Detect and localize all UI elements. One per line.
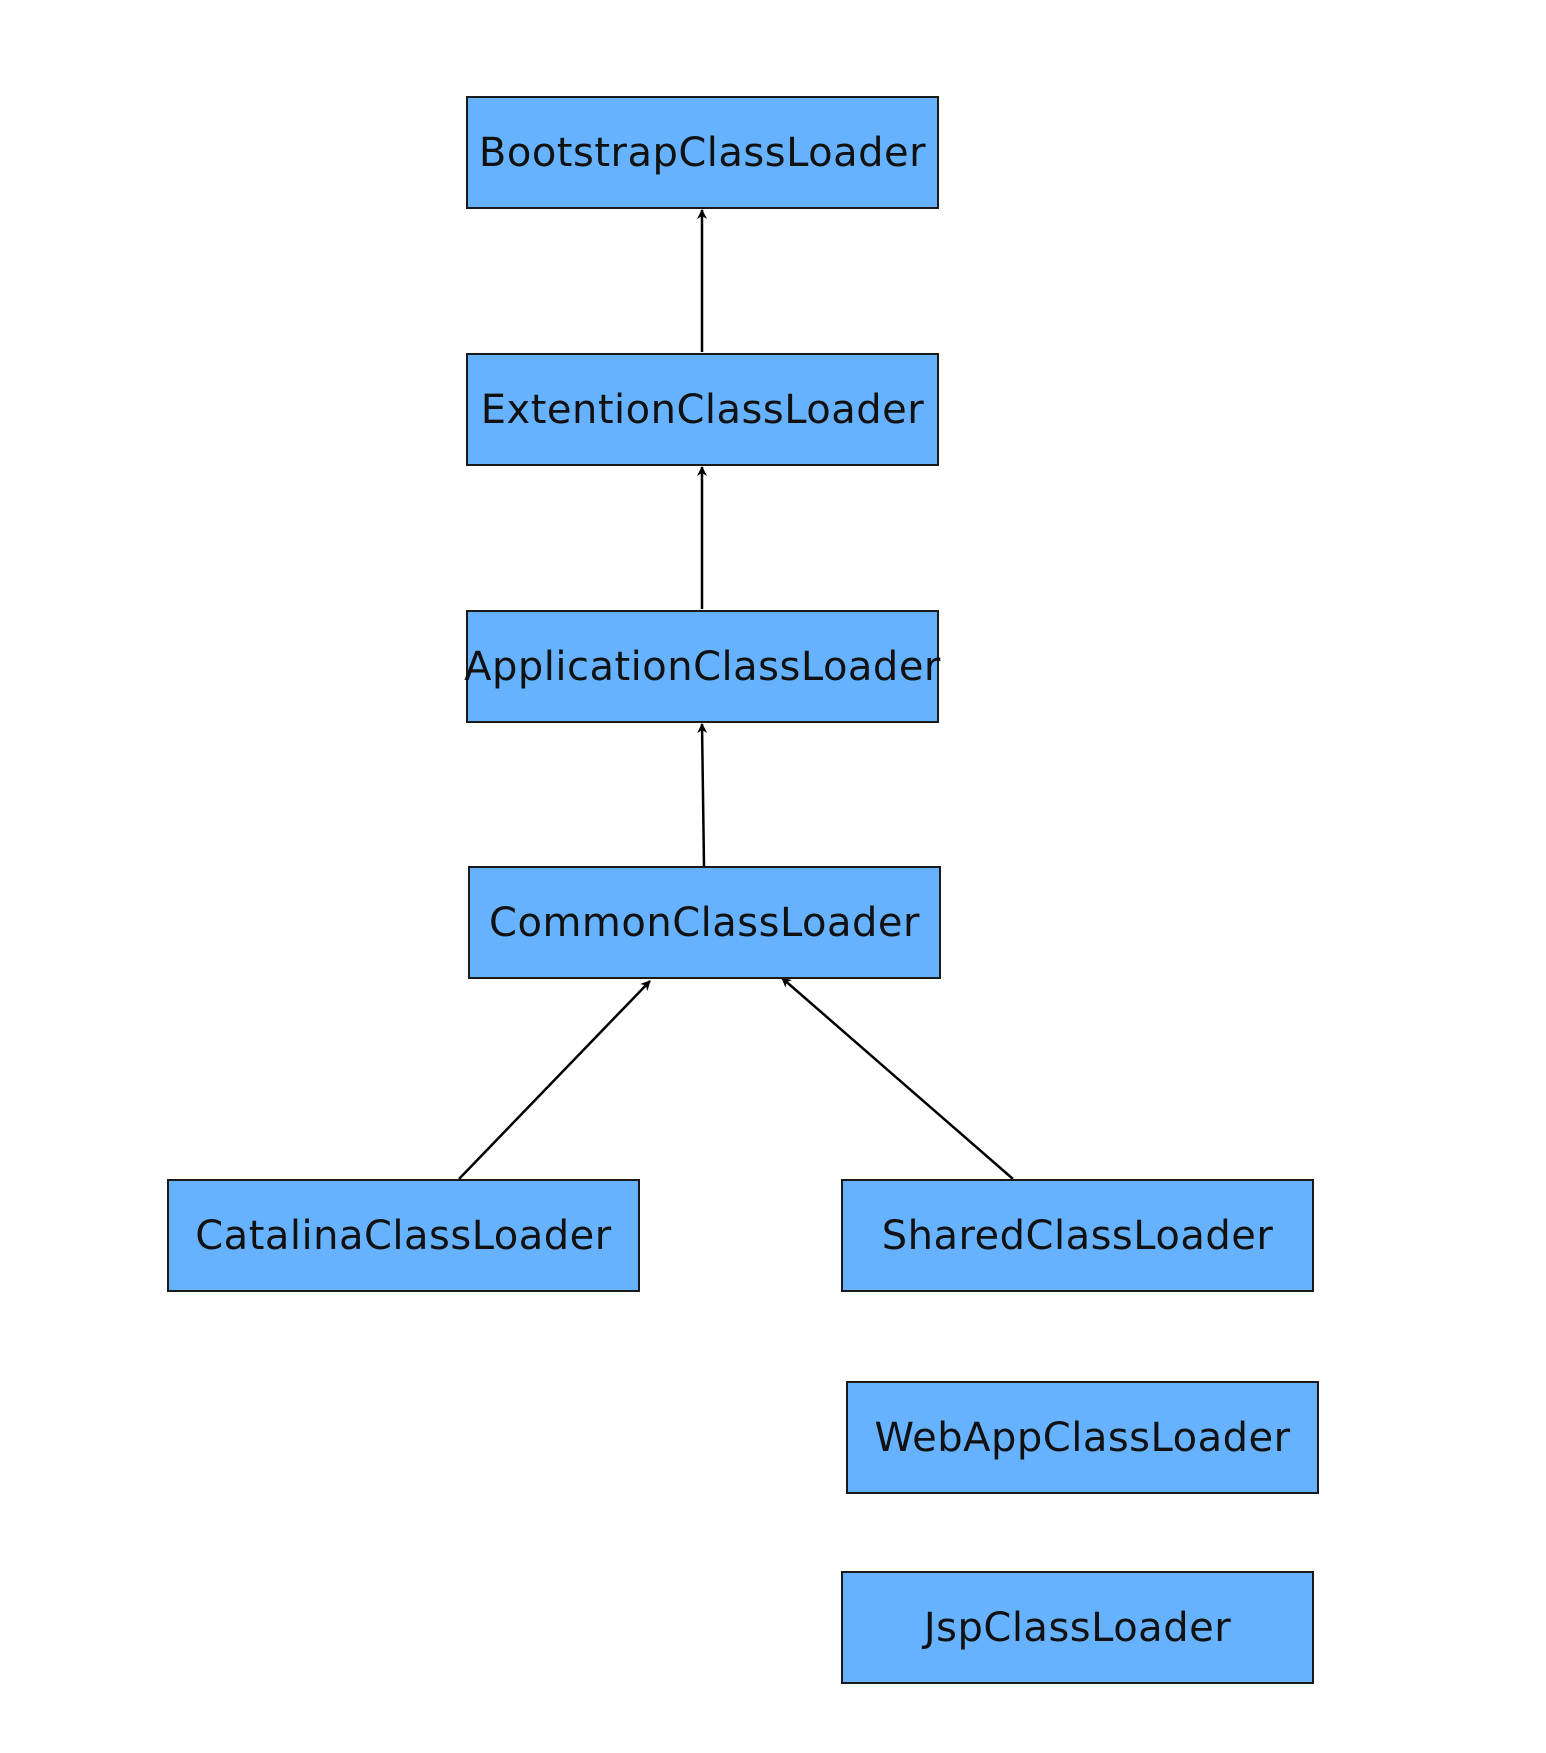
edge-shared-to-common	[781, 977, 1014, 1180]
node-jsp-class-loader: JspClassLoader	[841, 1571, 1314, 1684]
node-catalina-class-loader: CatalinaClassLoader	[167, 1179, 640, 1292]
node-extension-class-loader: ExtentionClassLoader	[466, 353, 939, 466]
node-application-class-loader: ApplicationClassLoader	[464, 610, 940, 723]
node-bootstrap-class-loader: BootstrapClassLoader	[466, 96, 939, 209]
node-webapp-class-loader: WebAppClassLoader	[846, 1381, 1319, 1494]
node-common-class-loader: CommonClassLoader	[468, 866, 941, 979]
edge-common-to-application	[697, 723, 708, 867]
edge-catalina-to-common	[458, 980, 651, 1180]
node-shared-class-loader: SharedClassLoader	[841, 1179, 1314, 1292]
